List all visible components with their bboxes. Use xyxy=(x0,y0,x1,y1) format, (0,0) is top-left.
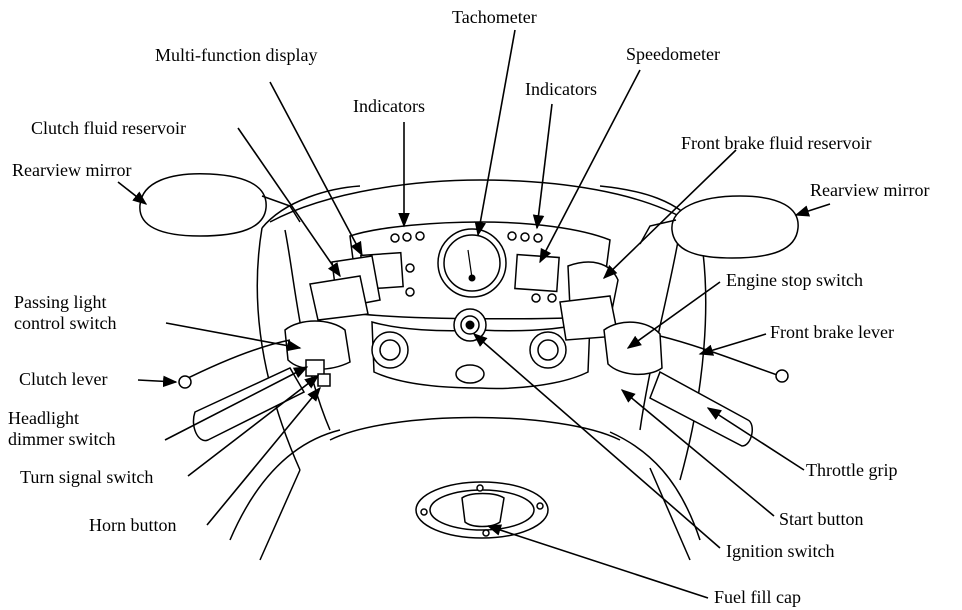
label-horn-button: Horn button xyxy=(89,515,177,535)
label-rearview-mirror-right: Rearview mirror xyxy=(810,180,929,200)
label-start-button: Start button xyxy=(779,509,864,529)
label-engine-stop-switch: Engine stop switch xyxy=(726,270,863,290)
label-indicators-left: Indicators xyxy=(353,96,425,116)
triple-clamp xyxy=(372,309,590,388)
label-throttle-grip: Throttle grip xyxy=(806,460,897,480)
label-indicators-right: Indicators xyxy=(525,79,597,99)
label-headlight-dimmer-switch: Headlight dimmer switch xyxy=(8,408,115,450)
fuel-fill-cap xyxy=(416,482,548,538)
label-multi-function-display: Multi-function display xyxy=(155,45,317,65)
label-clutch-lever: Clutch lever xyxy=(19,369,107,389)
label-turn-signal-switch: Turn signal switch xyxy=(20,467,153,487)
label-ignition-switch: Ignition switch xyxy=(726,541,835,561)
left-handlebar xyxy=(179,256,380,441)
label-front-brake-lever: Front brake lever xyxy=(770,322,894,342)
label-speedometer: Speedometer xyxy=(626,44,720,64)
label-passing-light-control-switch: Passing light control switch xyxy=(14,292,116,334)
label-clutch-fluid-reservoir: Clutch fluid reservoir xyxy=(31,118,186,138)
label-fuel-fill-cap: Fuel fill cap xyxy=(714,587,801,607)
right-mirror xyxy=(640,196,798,258)
label-rearview-mirror-left: Rearview mirror xyxy=(12,160,131,180)
label-front-brake-fluid-reservoir: Front brake fluid reservoir xyxy=(681,133,871,153)
label-tachometer: Tachometer xyxy=(452,7,537,27)
